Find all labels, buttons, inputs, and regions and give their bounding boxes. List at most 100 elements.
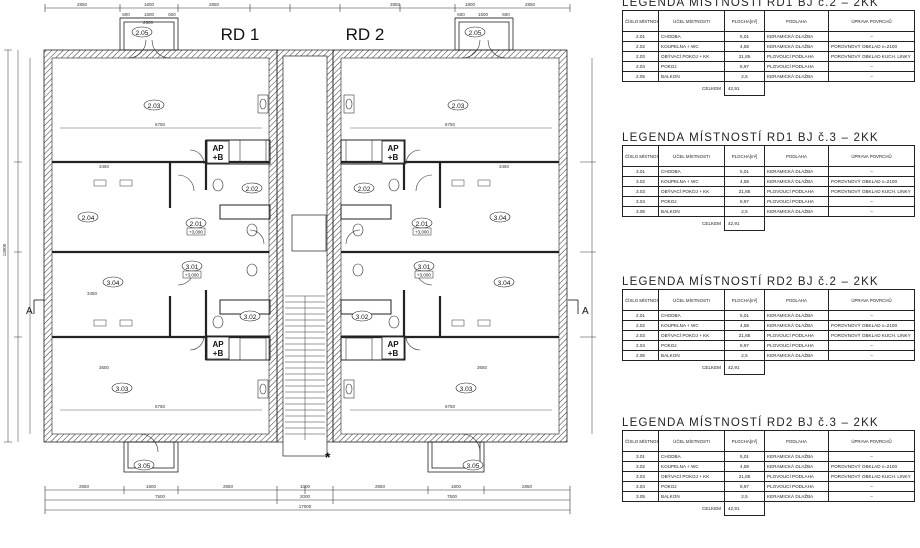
total-label: CELKEM bbox=[702, 506, 721, 512]
cell-area: 8,97 bbox=[724, 340, 765, 351]
cell-number: 3.02 bbox=[622, 461, 659, 472]
b-label: +B bbox=[388, 349, 399, 358]
cell-surface: POROVNOVÝ OBKLAD KUCH. LINKY bbox=[828, 51, 915, 62]
cell-area: 8,97 bbox=[724, 61, 765, 72]
room-tag: 2.03 bbox=[452, 103, 465, 110]
room-tag: 3.04 bbox=[107, 280, 120, 287]
cell-surface: – bbox=[828, 350, 915, 361]
table-header-row: ČÍSLO MÍSTNOSTI ÚČEL MÍSTNOSTI PLOCHA[m²… bbox=[622, 10, 915, 32]
legend-rd1-bj3: LEGENDA MÍSTNOSTÍ RD1 BJ č.3 – 2KK ČÍSLO… bbox=[622, 131, 915, 231]
cell-purpose: KOUPELNA + WC bbox=[658, 320, 725, 331]
total-label: CELKEM bbox=[702, 221, 721, 227]
column-header: ÚČEL MÍSTNOSTI bbox=[658, 10, 725, 32]
dim-top-1: 2850 bbox=[77, 2, 88, 7]
cell-purpose: CHODBA bbox=[658, 310, 725, 321]
cell-purpose: KOUPELNA + WC bbox=[658, 461, 725, 472]
column-header: ČÍSLO MÍSTNOSTI bbox=[622, 145, 659, 167]
cell-purpose: BALKON bbox=[658, 206, 725, 217]
dim-inner: 6750 bbox=[445, 122, 456, 127]
cell-number: 2.04 bbox=[622, 61, 659, 72]
dim-top-inner-5: 1500 bbox=[478, 12, 489, 17]
cell-floor: KERAMICKÁ DLAŽBA bbox=[764, 41, 829, 52]
ap-label: AP bbox=[212, 144, 224, 153]
room-tag: 2.03 bbox=[148, 103, 161, 110]
cell-surface: – bbox=[828, 166, 915, 177]
legend-title: LEGENDA MÍSTNOSTÍ RD2 BJ č.3 – 2KK bbox=[622, 417, 879, 429]
stair-treads bbox=[285, 295, 325, 440]
cell-area: 4,58 bbox=[724, 41, 765, 52]
b-label: +B bbox=[213, 153, 224, 162]
level-mark: +3,000 bbox=[417, 273, 431, 278]
cell-floor: KERAMICKÁ DLAŽBA bbox=[764, 71, 829, 82]
cell-purpose: POKOJ bbox=[658, 196, 725, 207]
cell-area: 2,5 bbox=[724, 71, 765, 82]
room-tag: 3.01 bbox=[186, 264, 199, 271]
legend-table: ČÍSLO MÍSTNOSTI ÚČEL MÍSTNOSTI PLOCHA[m²… bbox=[622, 145, 915, 231]
dim-inner: 3450 bbox=[99, 164, 110, 169]
ap-label: AP bbox=[387, 340, 399, 349]
cell-area: 2,5 bbox=[724, 491, 765, 502]
column-header: PODLAHA bbox=[764, 289, 829, 311]
cell-number: 3.03 bbox=[622, 186, 659, 197]
cell-purpose: KOUPELNA + WC bbox=[658, 176, 725, 187]
dim-inner: 3650 bbox=[477, 365, 488, 370]
fixtures bbox=[212, 94, 400, 399]
cell-purpose: POKOJ bbox=[658, 61, 725, 72]
room-tag: 3.01 bbox=[418, 264, 431, 271]
room-tag: 3.03 bbox=[116, 386, 129, 393]
cell-number: 3.02 bbox=[622, 176, 659, 187]
cell-area: 5,01 bbox=[724, 31, 765, 42]
ap-label: AP bbox=[387, 144, 399, 153]
level-mark: +3,000 bbox=[189, 230, 203, 235]
room-tag: 2.04 bbox=[82, 215, 95, 222]
legend-title: LEGENDA MÍSTNOSTÍ RD1 BJ č.3 – 2KK bbox=[622, 132, 879, 144]
cell-area: 4,58 bbox=[724, 461, 765, 472]
cell-surface: – bbox=[828, 206, 915, 217]
bottom-dimensions bbox=[44, 486, 571, 514]
column-header: PODLAHA bbox=[764, 145, 829, 167]
cell-number: 3.01 bbox=[622, 166, 659, 177]
cell-area: 5,01 bbox=[724, 451, 765, 462]
cell-area: 4,58 bbox=[724, 320, 765, 331]
cell-purpose: OBÝVACÍ POKOJ + KK bbox=[658, 330, 725, 341]
cell-number: 2.05 bbox=[622, 71, 659, 82]
column-header: ÚČEL MÍSTNOSTI bbox=[658, 289, 725, 311]
cell-floor: PLOVOUCÍ PODLAHA bbox=[764, 471, 829, 482]
room-tag: 2.02 bbox=[358, 186, 371, 193]
cell-purpose: OBÝVACÍ POKOJ + KK bbox=[658, 471, 725, 482]
cell-surface: – bbox=[828, 340, 915, 351]
cell-area: 2,5 bbox=[724, 206, 765, 217]
cell-surface: POROVNOVÝ OBKLAD v=2100 bbox=[828, 176, 915, 187]
cell-surface: – bbox=[828, 451, 915, 462]
column-header: ÚČEL MÍSTNOSTI bbox=[658, 430, 725, 452]
room-tag: 2.01 bbox=[416, 221, 429, 228]
dim-top-5: 1800 bbox=[465, 2, 476, 7]
cell-surface: – bbox=[828, 491, 915, 502]
column-header: ČÍSLO MÍSTNOSTI bbox=[622, 430, 659, 452]
legend-title: LEGENDA MÍSTNOSTÍ RD2 BJ č.2 – 2KK bbox=[622, 276, 879, 288]
dim-bottom-2-2: 2000 bbox=[300, 494, 311, 499]
cell-purpose: BALKON bbox=[658, 491, 725, 502]
dim-bottom-4: 1000 bbox=[300, 484, 311, 489]
cell-floor: PLOVOUCÍ PODLAHA bbox=[764, 340, 829, 351]
room-tag: 3.02 bbox=[356, 314, 369, 321]
small-fixture-dims bbox=[93, 179, 491, 327]
dim-inner: 3450 bbox=[87, 291, 98, 296]
cell-purpose: BALKON bbox=[658, 350, 725, 361]
section-label-left: A bbox=[26, 306, 33, 317]
room-tag: 3.04 bbox=[494, 215, 507, 222]
dim-bottom-2-1: 7500 bbox=[155, 494, 166, 499]
room-tag: 3.02 bbox=[244, 314, 257, 321]
cell-number: 2.04 bbox=[622, 340, 659, 351]
column-header: ÚPRAVA POVRCHŮ bbox=[828, 10, 915, 32]
